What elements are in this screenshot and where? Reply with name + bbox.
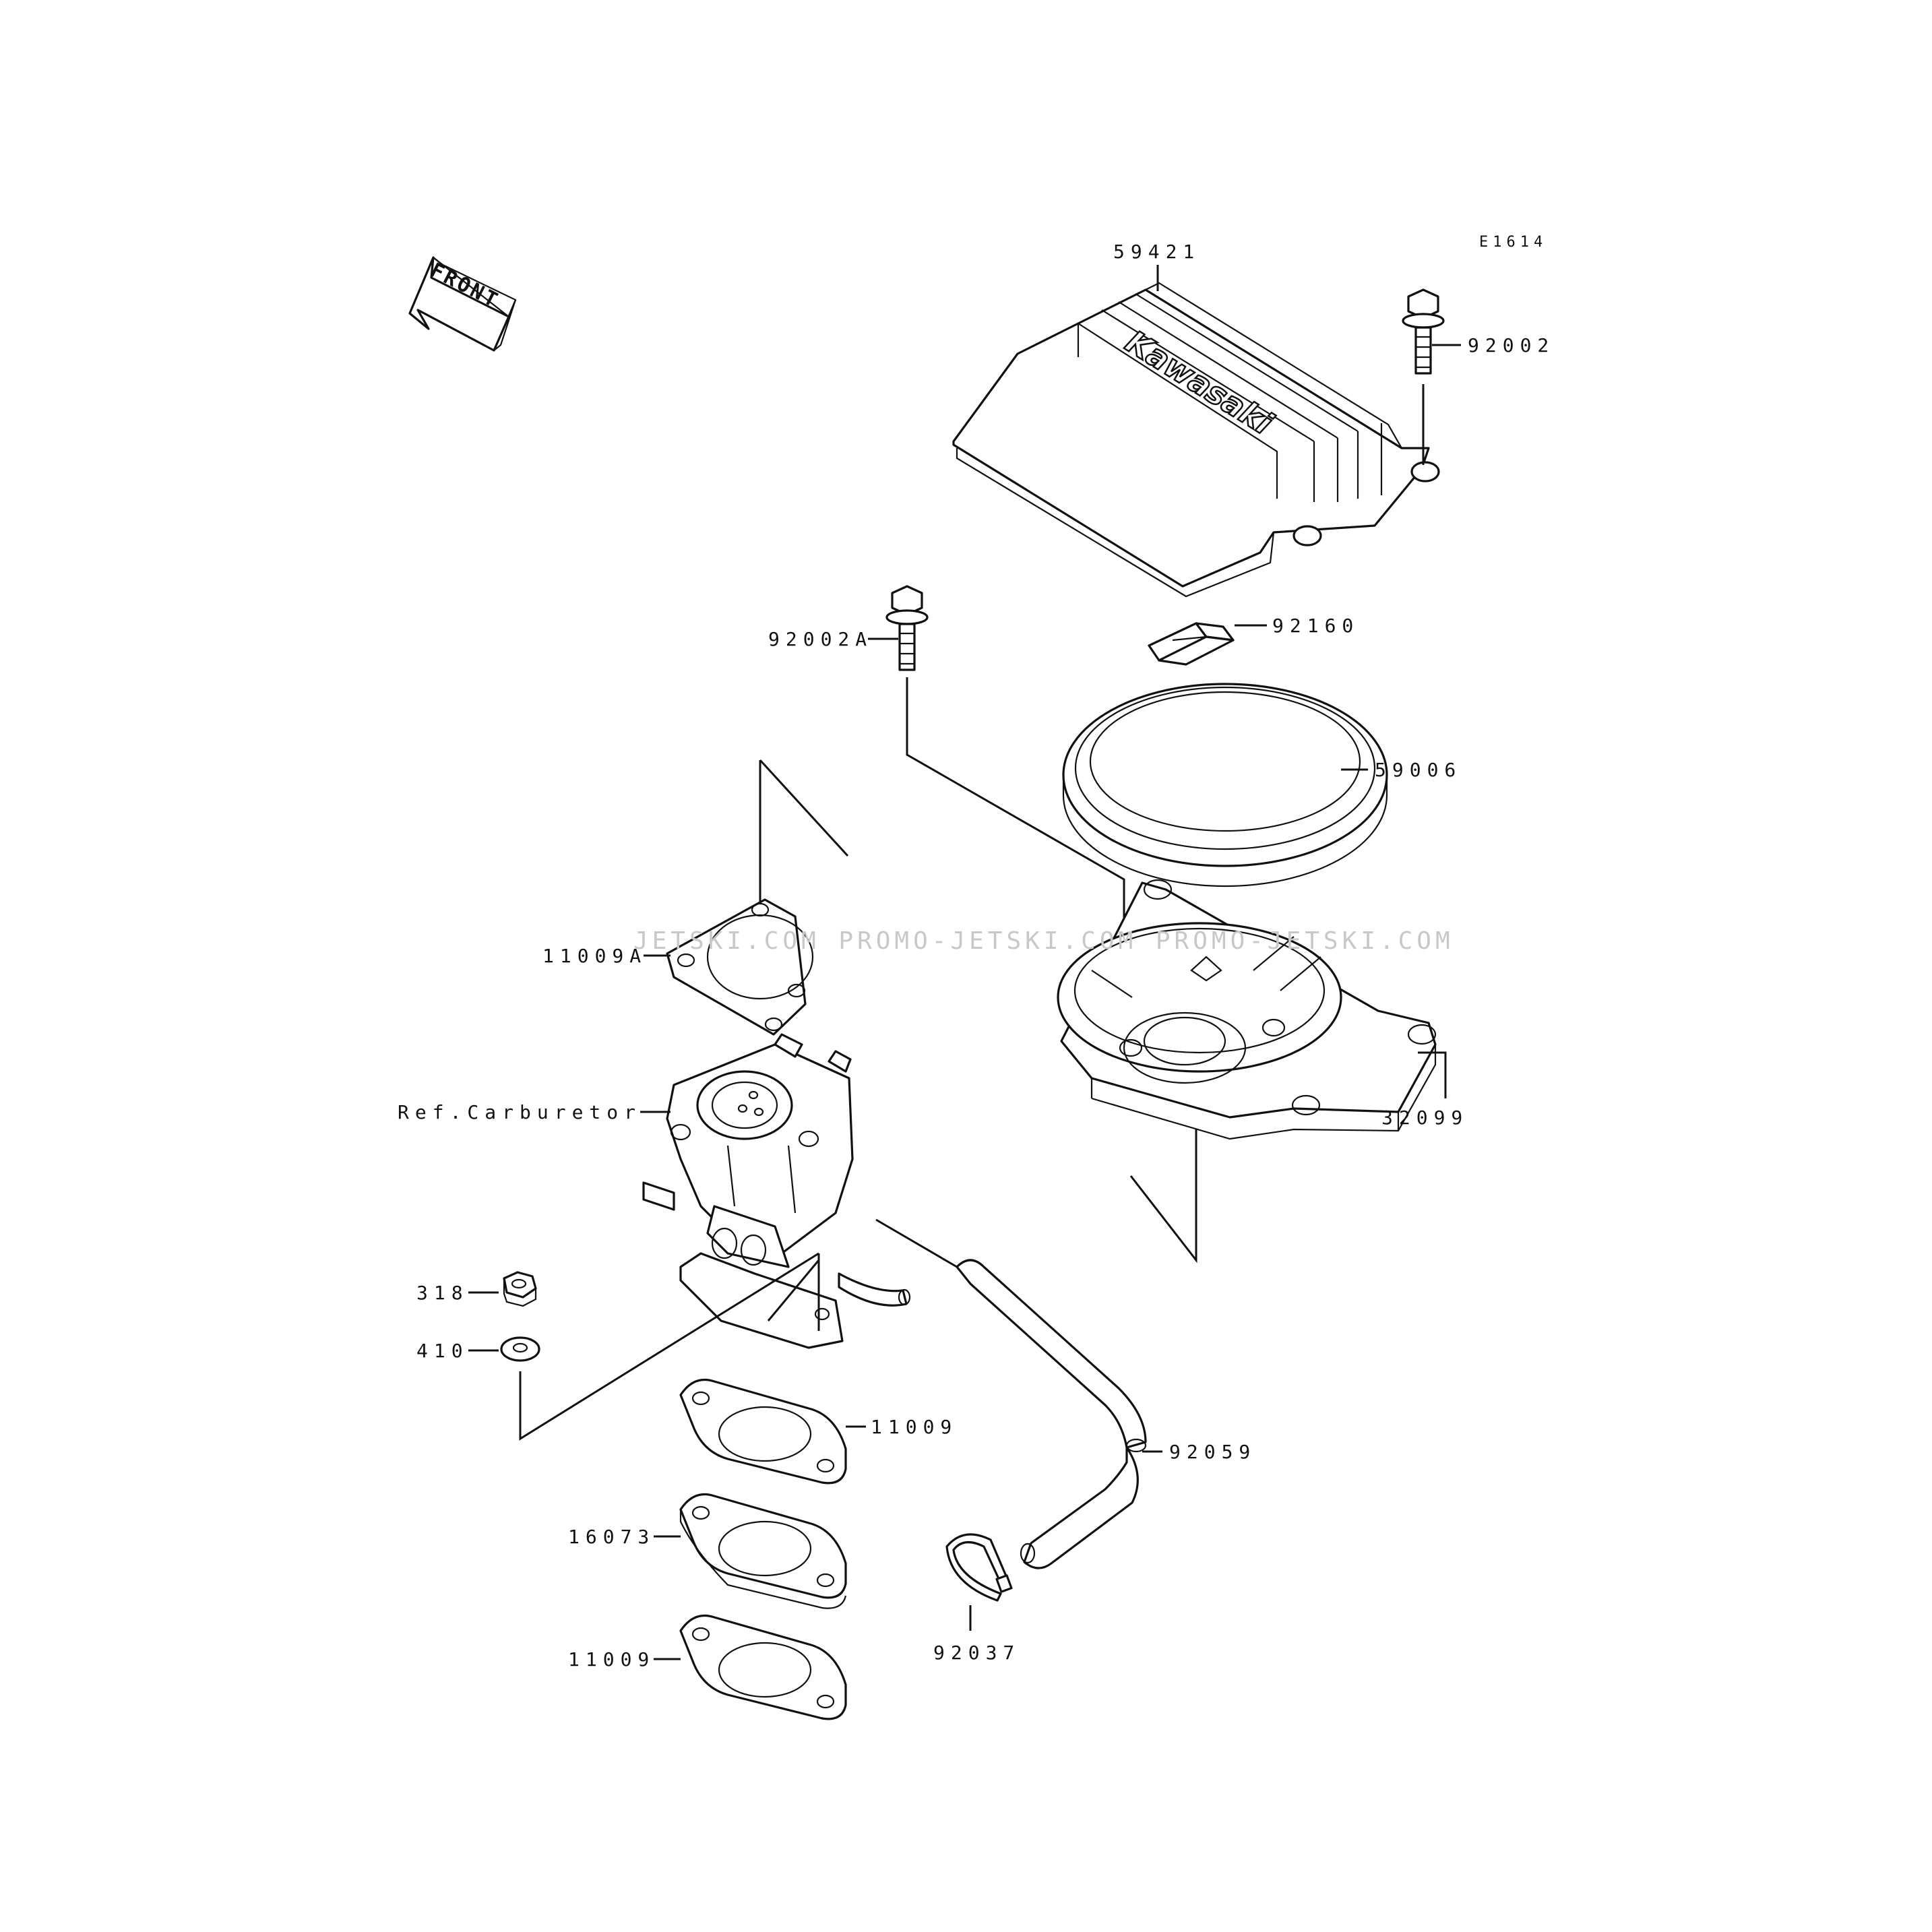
bolt-92002a-icon bbox=[885, 585, 929, 671]
label-92037: 92037 bbox=[933, 1642, 1020, 1664]
front-arrow-icon: FRONT bbox=[408, 256, 517, 352]
label-92160: 92160 bbox=[1272, 615, 1359, 637]
label-11009a: 11009A bbox=[542, 945, 647, 967]
gasket-11009-upper bbox=[679, 1378, 847, 1485]
nut-318-icon bbox=[503, 1271, 537, 1307]
label-59421: 59421 bbox=[1113, 241, 1200, 263]
air-filter-element bbox=[1062, 683, 1388, 887]
bolt-92002-icon bbox=[1402, 288, 1445, 375]
gasket-11009-lower bbox=[679, 1614, 847, 1720]
clamp-92037-icon bbox=[945, 1533, 1013, 1602]
label-59006: 59006 bbox=[1375, 759, 1462, 781]
label-92002a: 92002A bbox=[768, 628, 873, 650]
label-32099: 32099 bbox=[1381, 1107, 1468, 1129]
label-16073: 16073 bbox=[568, 1526, 655, 1548]
watermark-text: JETSKI.COM PROMO-JETSKI.COM PROMO-JETSKI… bbox=[633, 927, 1454, 955]
label-92059: 92059 bbox=[1169, 1441, 1256, 1463]
air-cleaner-cover: Kawasaki bbox=[952, 282, 1440, 598]
washer-410-icon bbox=[500, 1336, 540, 1362]
label-ref-carburetor: Ref.Carburetor bbox=[398, 1101, 642, 1123]
diagram-id: E1614 bbox=[1479, 234, 1547, 251]
label-92002: 92002 bbox=[1468, 334, 1555, 356]
label-11009-upper: 11009 bbox=[871, 1416, 958, 1438]
insulator-16073 bbox=[679, 1493, 847, 1609]
label-318: 318 bbox=[416, 1282, 469, 1304]
label-11009-lower: 11009 bbox=[568, 1648, 655, 1671]
damper-92160-icon bbox=[1148, 622, 1235, 666]
label-410: 410 bbox=[416, 1340, 469, 1362]
hose-92059 bbox=[956, 1259, 1147, 1569]
gasket-11009a bbox=[666, 898, 814, 1036]
carburetor bbox=[642, 1033, 911, 1349]
air-cleaner-case bbox=[1057, 879, 1437, 1140]
